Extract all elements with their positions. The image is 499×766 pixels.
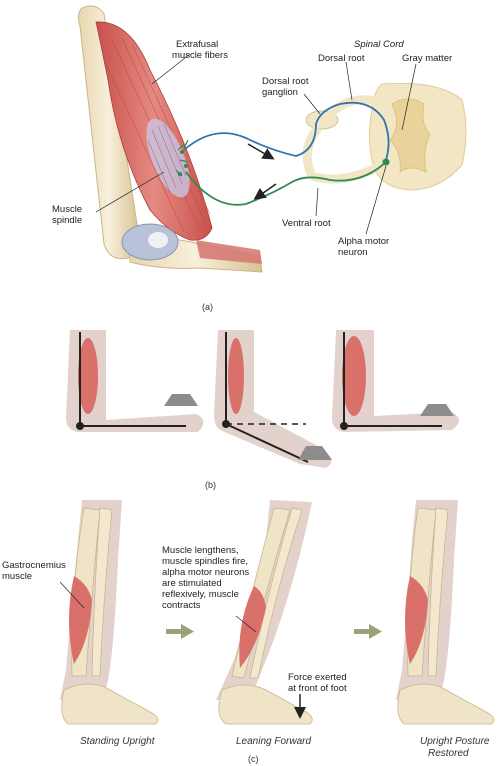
muscle-spindle: [146, 118, 190, 198]
spinal-cord: [368, 82, 467, 191]
panel-b-label: (b): [205, 480, 216, 490]
label-reflex-description: Muscle lengthens,muscle spindles fire,al…: [162, 545, 249, 611]
arm-diagram-3: [332, 330, 459, 432]
label-ventral-root: Ventral root: [282, 218, 331, 229]
leg-restored: [396, 500, 495, 725]
arm-diagram-1: [66, 330, 204, 432]
dorsal-root-ganglion: [305, 110, 339, 130]
efferent-arrow: [253, 183, 277, 200]
panel-a-label: (a): [202, 302, 213, 312]
panel-b: (b): [66, 330, 459, 490]
motor-neuron: [185, 161, 387, 206]
panel-c-label: (c): [248, 754, 259, 764]
transition-arrow-2: [354, 624, 382, 639]
transition-arrow-1: [166, 624, 194, 639]
label-spinal-cord: Spinal Cord: [354, 39, 404, 50]
gray-matter: [389, 98, 431, 173]
afferent-arrow: [247, 143, 275, 160]
leg-leaning: [216, 500, 313, 725]
caption-standing: Standing Upright: [80, 736, 156, 747]
leg-standing: [60, 500, 159, 725]
caption-leaning: Leaning Forward: [236, 736, 311, 747]
arm-diagram-2: [214, 330, 332, 468]
alpha-motor-neuron-soma: [382, 158, 390, 166]
sensory-neuron: [183, 101, 390, 161]
forearm-muscle: [196, 240, 262, 264]
label-gray-matter: Gray matter: [402, 53, 452, 64]
label-dorsal-root: Dorsal root: [318, 53, 365, 64]
